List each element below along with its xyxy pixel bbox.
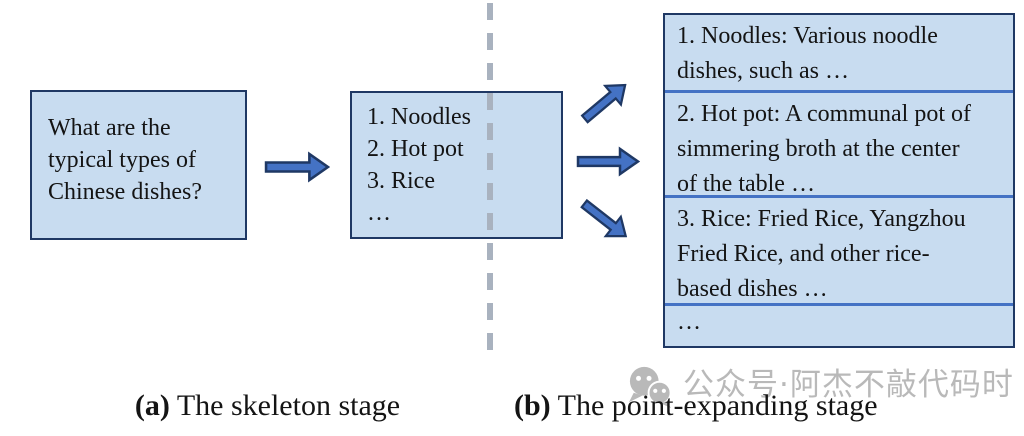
up-right-arrow-icon: [580, 83, 627, 124]
skeleton-item: 3. Rice: [367, 168, 435, 194]
expanded-point-ellipsis: …: [665, 303, 1013, 346]
question-box-text: What are the typical types of Chinese di…: [48, 115, 202, 205]
caption-b-text: The point-expanding stage: [550, 389, 878, 422]
caption-point-expanding-stage: (b) The point-expanding stage: [514, 389, 878, 423]
expanded-point-rice: 3. Rice: Fried Rice, Yangzhou Fried Rice…: [665, 195, 1013, 303]
wechat-eye: [661, 388, 666, 393]
expanded-point-hotpot: 2. Hot pot: A communal pot of simmering …: [665, 90, 1013, 197]
watermark-text: 公众号·阿杰不敲代码时: [683, 367, 1014, 403]
caption-b-label: (b): [514, 389, 551, 422]
caption-a-text: The skeleton stage: [169, 389, 401, 422]
question-box: What are the typical types of Chinese di…: [30, 90, 247, 240]
right-arrow-icon: [576, 146, 640, 177]
expanded-points-stack: 1. Noodles: Various noodle dishes, such …: [663, 13, 1015, 348]
down-right-arrow-icon: [580, 198, 628, 238]
skeleton-item: 1. Noodles: [367, 104, 471, 130]
wechat-icon: [628, 366, 672, 409]
skeleton-box: 1. Noodles 2. Hot pot 3. Rice …: [350, 91, 563, 239]
wechat-eye: [636, 375, 642, 381]
right-arrow-shape: [264, 151, 330, 183]
wechat-small-bubble-tail: [660, 401, 672, 409]
right-arrow-shape: [576, 146, 640, 177]
up-right-arrow-shape: [580, 83, 627, 124]
caption-a-label: (a): [134, 389, 170, 422]
watermark: 公众号·阿杰不敲代码时: [625, 365, 1014, 409]
caption-skeleton-stage: (a) The skeleton stage: [85, 389, 450, 423]
stage-divider-dashed-line: [487, 3, 493, 355]
down-right-arrow-shape: [580, 198, 628, 238]
skeleton-item-ellipsis: …: [367, 200, 391, 226]
wechat-eye: [646, 375, 652, 381]
right-arrow-icon: [264, 151, 330, 183]
wechat-eye: [653, 388, 658, 393]
wechat-small-bubble: [647, 380, 672, 405]
expanded-point-noodles: 1. Noodles: Various noodle dishes, such …: [677, 23, 938, 84]
wechat-big-bubble-tail: [628, 392, 643, 403]
skeleton-item: 2. Hot pot: [367, 136, 464, 162]
